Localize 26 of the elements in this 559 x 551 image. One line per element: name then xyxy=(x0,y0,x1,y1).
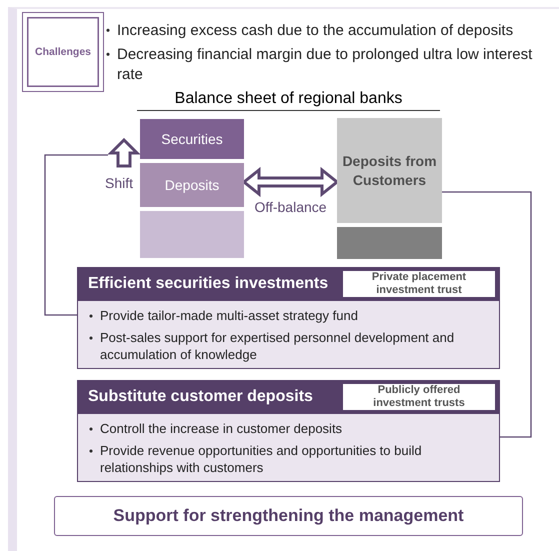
tag-text: Private placement investment trust xyxy=(370,271,468,297)
connector-line xyxy=(442,191,532,438)
support-banner xyxy=(54,496,523,536)
shift-arrow-icon xyxy=(108,138,140,168)
strategy-card xyxy=(77,267,500,369)
node-label: Challenges xyxy=(34,46,92,58)
securities-block xyxy=(140,119,244,159)
product-tag xyxy=(343,271,495,297)
node-label: Support for strengthening the management xyxy=(113,506,464,526)
strategy-card xyxy=(77,380,500,482)
asset-block xyxy=(140,211,244,258)
arrow-label: Shift xyxy=(105,175,134,192)
product-tag xyxy=(343,384,495,410)
node-label: Deposits xyxy=(164,177,220,193)
section-heading: Balance sheet of regional banks xyxy=(137,90,440,111)
equity-block xyxy=(337,227,442,259)
node-label: Securities xyxy=(161,131,223,147)
connector-line xyxy=(44,154,108,316)
card-heading: Substitute customer deposits xyxy=(88,388,314,406)
tag-text: Publicly offered investment trusts xyxy=(372,384,466,410)
double-block-arrow xyxy=(242,166,340,198)
node-label: Deposits from Customers xyxy=(341,152,438,189)
deposits-block xyxy=(140,163,244,207)
liability-block xyxy=(337,118,442,223)
card-heading: Efficient securities investments xyxy=(88,275,330,293)
challenge-box xyxy=(22,12,104,92)
